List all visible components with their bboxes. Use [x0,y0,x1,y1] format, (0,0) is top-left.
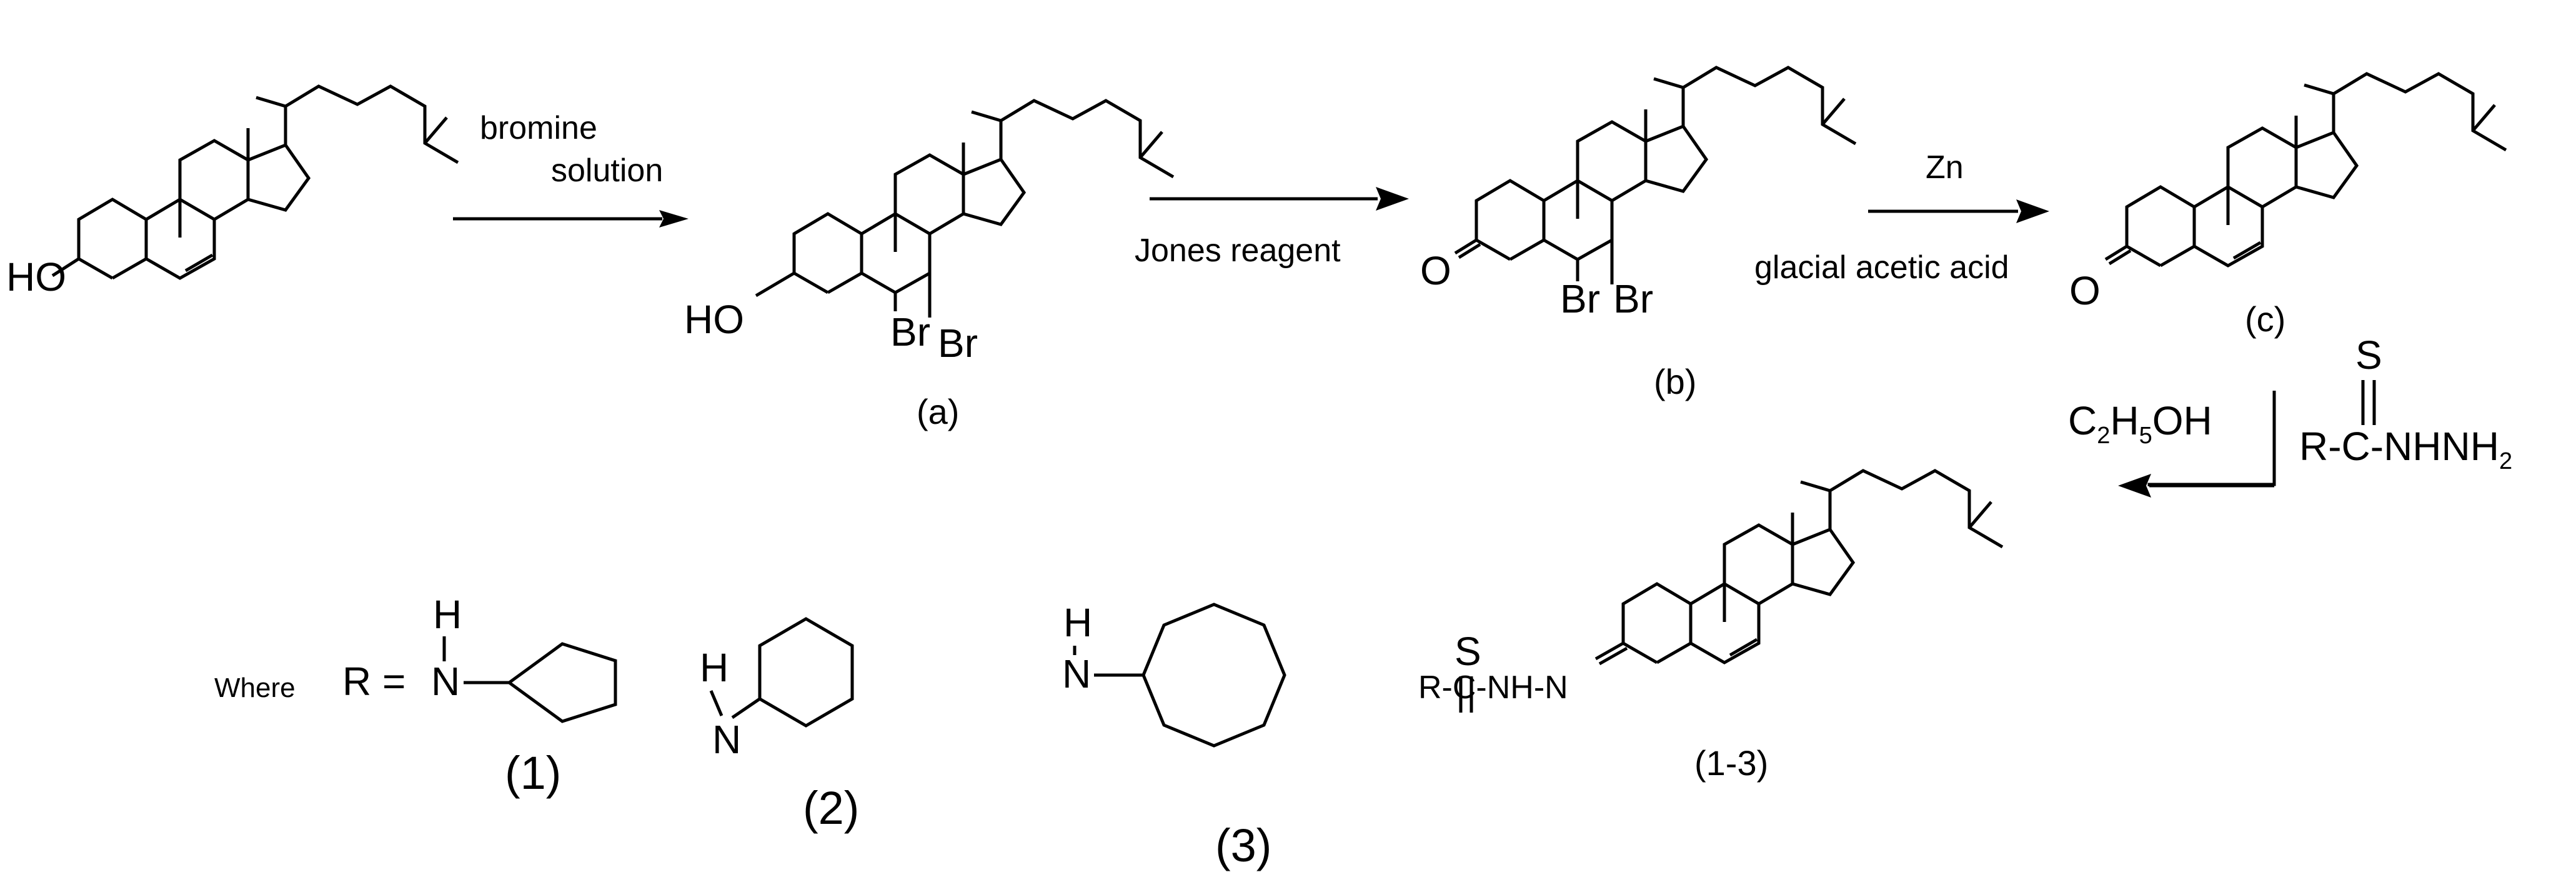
compound-c: O [2069,74,2506,313]
product-chain: S R-C-NH-N [1418,629,1568,713]
arrow-zn: Zn glacial acetic acid [1754,149,2049,286]
compound-a: HO Br Br (a) [684,101,1173,431]
br-label: Br [1613,276,1653,321]
r-equals: R = [342,659,405,704]
ho-label: HO [6,254,66,299]
arrow-jones: Jones reagent [1135,187,1409,269]
br-label: Br [1560,276,1600,321]
reagent-acetic-acid: glacial acetic acid [1754,249,2009,286]
ho-label: HO [684,297,744,342]
chain-s-label: S [1455,629,1481,674]
r-group-3: H N (3) [1062,600,1286,871]
product-chain-label: R-C-NH-N [1418,669,1568,706]
thiosemicarbazide-formula: R-C-NHNH2 [2299,424,2512,474]
arrow-bromination: bromine solution [453,110,689,228]
o-label: O [1420,248,1451,293]
r-group-1: H N (1) [431,592,617,799]
o-label: O [2069,268,2101,313]
n-label: N [431,659,460,704]
h-label: H [433,592,462,637]
label-a: (a) [917,392,959,431]
r-group-2: H N (2) [700,617,859,834]
arrow-condensation: C2H5OH [2068,391,2276,498]
reagent-ethanol: C2H5OH [2068,398,2212,449]
label-r2: (2) [803,782,859,834]
label-product: (1-3) [1694,743,1768,783]
thiosemicarbazide-reagent: S R-C-NHNH2 [2299,333,2512,474]
reagent-jones: Jones reagent [1135,233,1341,269]
compound-b: O Br Br [1420,68,1856,321]
h-label: H [1063,600,1092,645]
br-label: Br [938,321,978,366]
h-label: H [700,645,729,690]
reagent-solution: solution [551,153,663,189]
cholesterol: HO [6,86,458,299]
label-r3: (3) [1215,819,1271,871]
product-hydrazone [1594,471,2002,666]
label-r1: (1) [505,747,561,799]
label-c: (c) [2245,299,2285,339]
s-label: S [2355,333,2382,378]
where-text: Where [214,673,296,703]
br-label: Br [890,309,930,354]
n-label: N [712,717,741,762]
reagent-bromine: bromine [480,110,597,146]
label-b: (b) [1654,362,1696,401]
n-label: N [1062,651,1091,696]
reagent-zn: Zn [1926,149,1964,186]
